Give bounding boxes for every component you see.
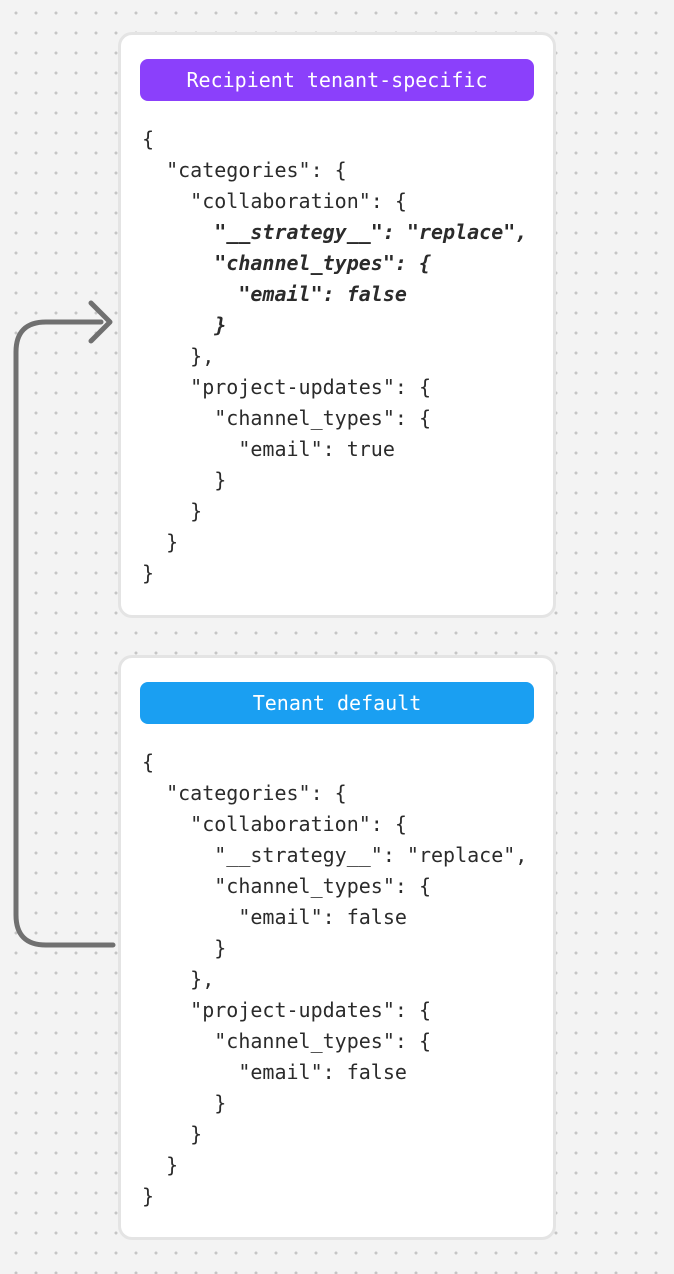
code-line: "email": false xyxy=(142,282,407,306)
arrow-line xyxy=(13,319,116,948)
merge-flow-arrow xyxy=(13,300,116,948)
code-line: "email": true xyxy=(142,437,395,461)
code-line: "channel_types": { xyxy=(142,1029,431,1053)
code-line: } xyxy=(142,1184,155,1208)
code-line: } xyxy=(142,313,227,337)
code-line: } xyxy=(142,499,203,523)
code-line: "collaboration": { xyxy=(142,189,407,213)
code-line: } xyxy=(142,468,227,492)
code-line: } xyxy=(142,936,227,960)
code-line: } xyxy=(142,1153,179,1177)
code-line: "email": false xyxy=(142,905,407,929)
code-line: "project-updates": { xyxy=(142,375,431,399)
arrow-head-icon xyxy=(88,300,113,344)
code-line: } xyxy=(142,1122,203,1146)
recipient-tenant-specific-json: { "categories": { "collaboration": { "__… xyxy=(121,101,553,589)
code-line: } xyxy=(142,530,179,554)
recipient-tenant-specific-badge: Recipient tenant-specific xyxy=(140,59,534,101)
code-line: }, xyxy=(142,344,215,368)
code-line: "__strategy__": "replace", xyxy=(142,220,528,244)
code-line: } xyxy=(142,561,155,585)
code-line: "channel_types": { xyxy=(142,874,431,898)
code-line: }, xyxy=(142,967,215,991)
code-line: { xyxy=(142,750,155,774)
code-line: "__strategy__": "replace", xyxy=(142,843,528,867)
code-line: "channel_types": { xyxy=(142,251,431,275)
tenant-default-json: { "categories": { "collaboration": { "__… xyxy=(121,724,553,1212)
code-line: "project-updates": { xyxy=(142,998,431,1022)
code-line: { xyxy=(142,127,155,151)
code-line: "categories": { xyxy=(142,781,347,805)
code-line: "channel_types": { xyxy=(142,406,431,430)
tenant-default-badge: Tenant default xyxy=(140,682,534,724)
code-line: "email": false xyxy=(142,1060,407,1084)
code-line: "categories": { xyxy=(142,158,347,182)
code-line: "collaboration": { xyxy=(142,812,407,836)
recipient-tenant-specific-card: Recipient tenant-specific { "categories"… xyxy=(118,32,556,618)
code-line: } xyxy=(142,1091,227,1115)
tenant-default-card: Tenant default { "categories": { "collab… xyxy=(118,655,556,1240)
